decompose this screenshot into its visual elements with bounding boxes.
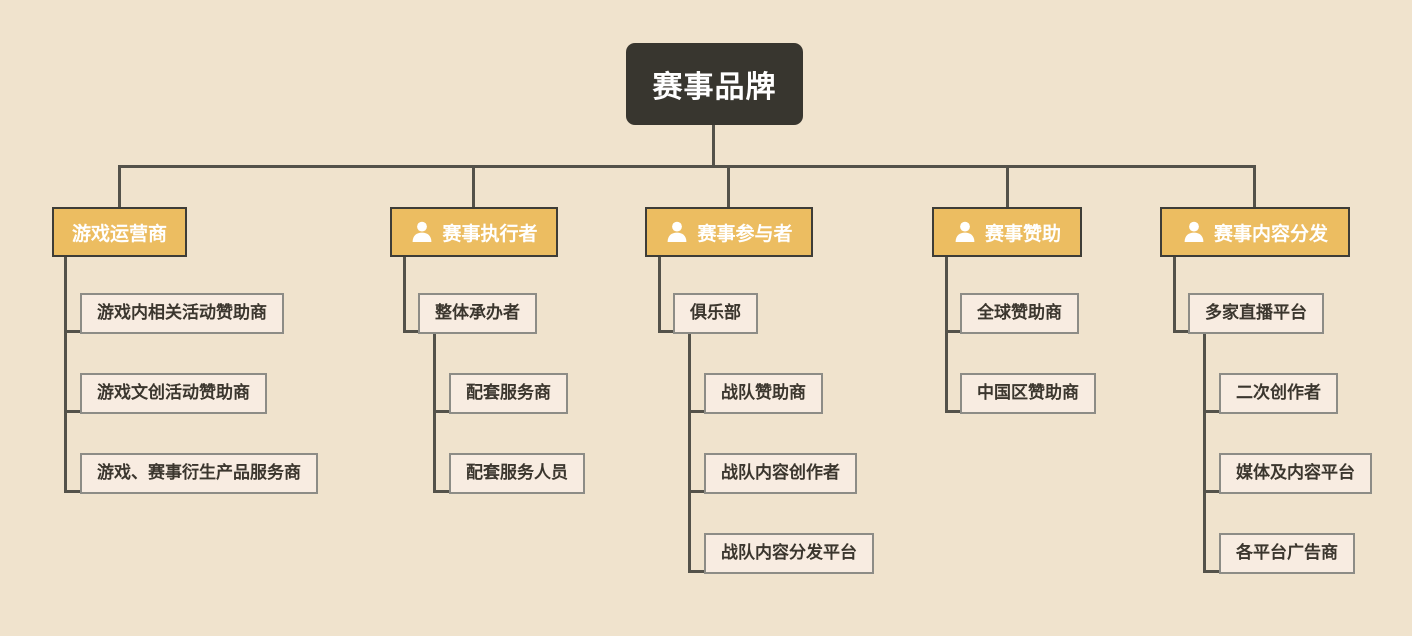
connector-line [433, 333, 436, 493]
connector-line [945, 410, 961, 413]
connector-line [118, 165, 121, 209]
branch-header-label: 赛事参与者 [697, 222, 793, 245]
branch-header-label: 游戏运营商 [71, 222, 167, 245]
branch-header-label: 赛事内容分发 [1213, 222, 1328, 245]
connector-line [727, 165, 730, 209]
branch-header-event-sponsor[interactable]: 赛事赞助 [932, 207, 1082, 257]
connector-line [118, 165, 1256, 168]
connector-line [1173, 257, 1176, 333]
person-icon [410, 220, 434, 244]
grandchild-node[interactable]: 战队内容分发平台 [704, 533, 874, 575]
connector-line [64, 410, 81, 413]
connector-line [658, 330, 674, 333]
grandchild-node[interactable]: 战队内容创作者 [704, 453, 857, 495]
person-icon [1182, 220, 1206, 244]
child-node[interactable]: 游戏、赛事衍生产品服务商 [80, 453, 318, 495]
connector-line [688, 570, 705, 573]
connector-line [688, 410, 705, 413]
grandchild-node[interactable]: 媒体及内容平台 [1219, 453, 1372, 495]
branch-header-label: 赛事赞助 [984, 222, 1061, 245]
child-node[interactable]: 中国区赞助商 [960, 373, 1096, 415]
connector-line [688, 490, 705, 493]
connector-line [433, 490, 450, 493]
connector-line [1006, 165, 1009, 209]
root-node-label: 赛事品牌 [652, 70, 777, 105]
branch-header-content-distribution[interactable]: 赛事内容分发 [1160, 207, 1350, 257]
grandchild-node[interactable]: 二次创作者 [1219, 373, 1338, 415]
branch-header-label: 赛事执行者 [442, 222, 538, 245]
child-node[interactable]: 游戏文创活动赞助商 [80, 373, 267, 415]
grandchild-node[interactable]: 各平台广告商 [1219, 533, 1355, 575]
child-node[interactable]: 游戏内相关活动赞助商 [80, 293, 284, 335]
connector-line [1203, 490, 1220, 493]
branch-header-event-participant[interactable]: 赛事参与者 [645, 207, 813, 257]
child-node[interactable]: 多家直播平台 [1188, 293, 1324, 335]
connector-line [945, 330, 961, 333]
branch-header-event-executor[interactable]: 赛事执行者 [390, 207, 558, 257]
person-icon [953, 220, 977, 244]
connector-line [688, 333, 691, 573]
branch-header-game-operator[interactable]: 游戏运营商 [52, 207, 187, 257]
grandchild-node[interactable]: 战队赞助商 [704, 373, 823, 415]
connector-line [64, 490, 81, 493]
connector-line [433, 410, 450, 413]
grandchild-node[interactable]: 配套服务人员 [449, 453, 585, 495]
connector-line [1203, 570, 1220, 573]
connector-line [472, 165, 475, 209]
connector-line [403, 330, 419, 333]
person-icon [665, 220, 689, 244]
connector-line [945, 257, 948, 413]
root-node[interactable]: 赛事品牌 [626, 43, 803, 125]
connector-line [64, 257, 67, 493]
connector-line [658, 257, 661, 333]
grandchild-node[interactable]: 配套服务商 [449, 373, 568, 415]
connector-line [1203, 333, 1206, 573]
connector-line [1173, 330, 1189, 333]
child-node[interactable]: 整体承办者 [418, 293, 537, 335]
child-node[interactable]: 全球赞助商 [960, 293, 1079, 335]
connector-line [712, 125, 715, 167]
connector-line [64, 330, 81, 333]
connector-line [1253, 165, 1256, 209]
connector-line [1203, 410, 1220, 413]
connector-line [403, 257, 406, 333]
child-node[interactable]: 俱乐部 [673, 293, 758, 335]
